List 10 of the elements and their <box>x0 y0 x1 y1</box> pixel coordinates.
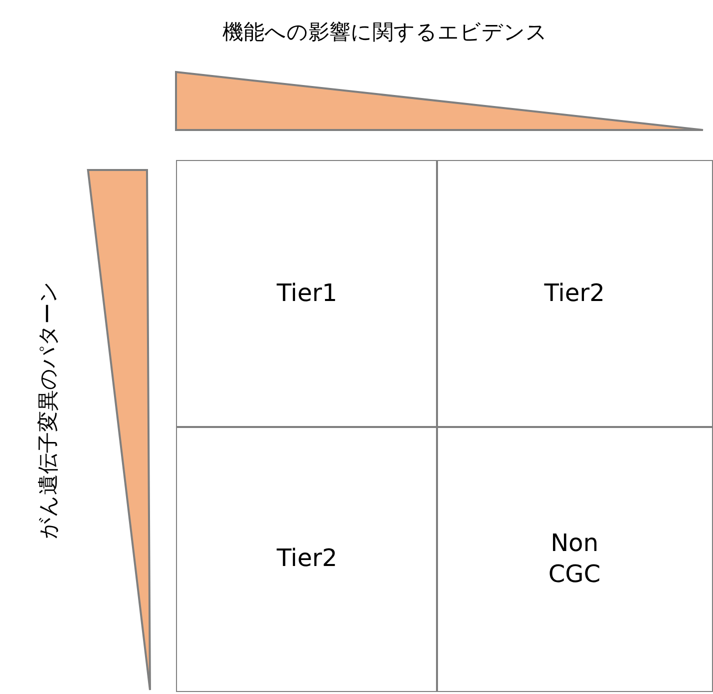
tier-label: Tier2 <box>276 543 338 574</box>
grid-cell <box>176 160 438 428</box>
tier-label: Non CGC <box>547 528 602 590</box>
tier-label: Tier1 <box>276 278 338 310</box>
axis-title: がん遺伝子変異のパターン <box>35 281 61 539</box>
grid-cell <box>436 160 713 428</box>
tier-label: Tier2 <box>543 278 606 310</box>
grid-cell <box>176 426 438 692</box>
grid-cell <box>436 426 713 692</box>
axis-title: 機能への影響に関するエビデンス <box>222 19 548 46</box>
